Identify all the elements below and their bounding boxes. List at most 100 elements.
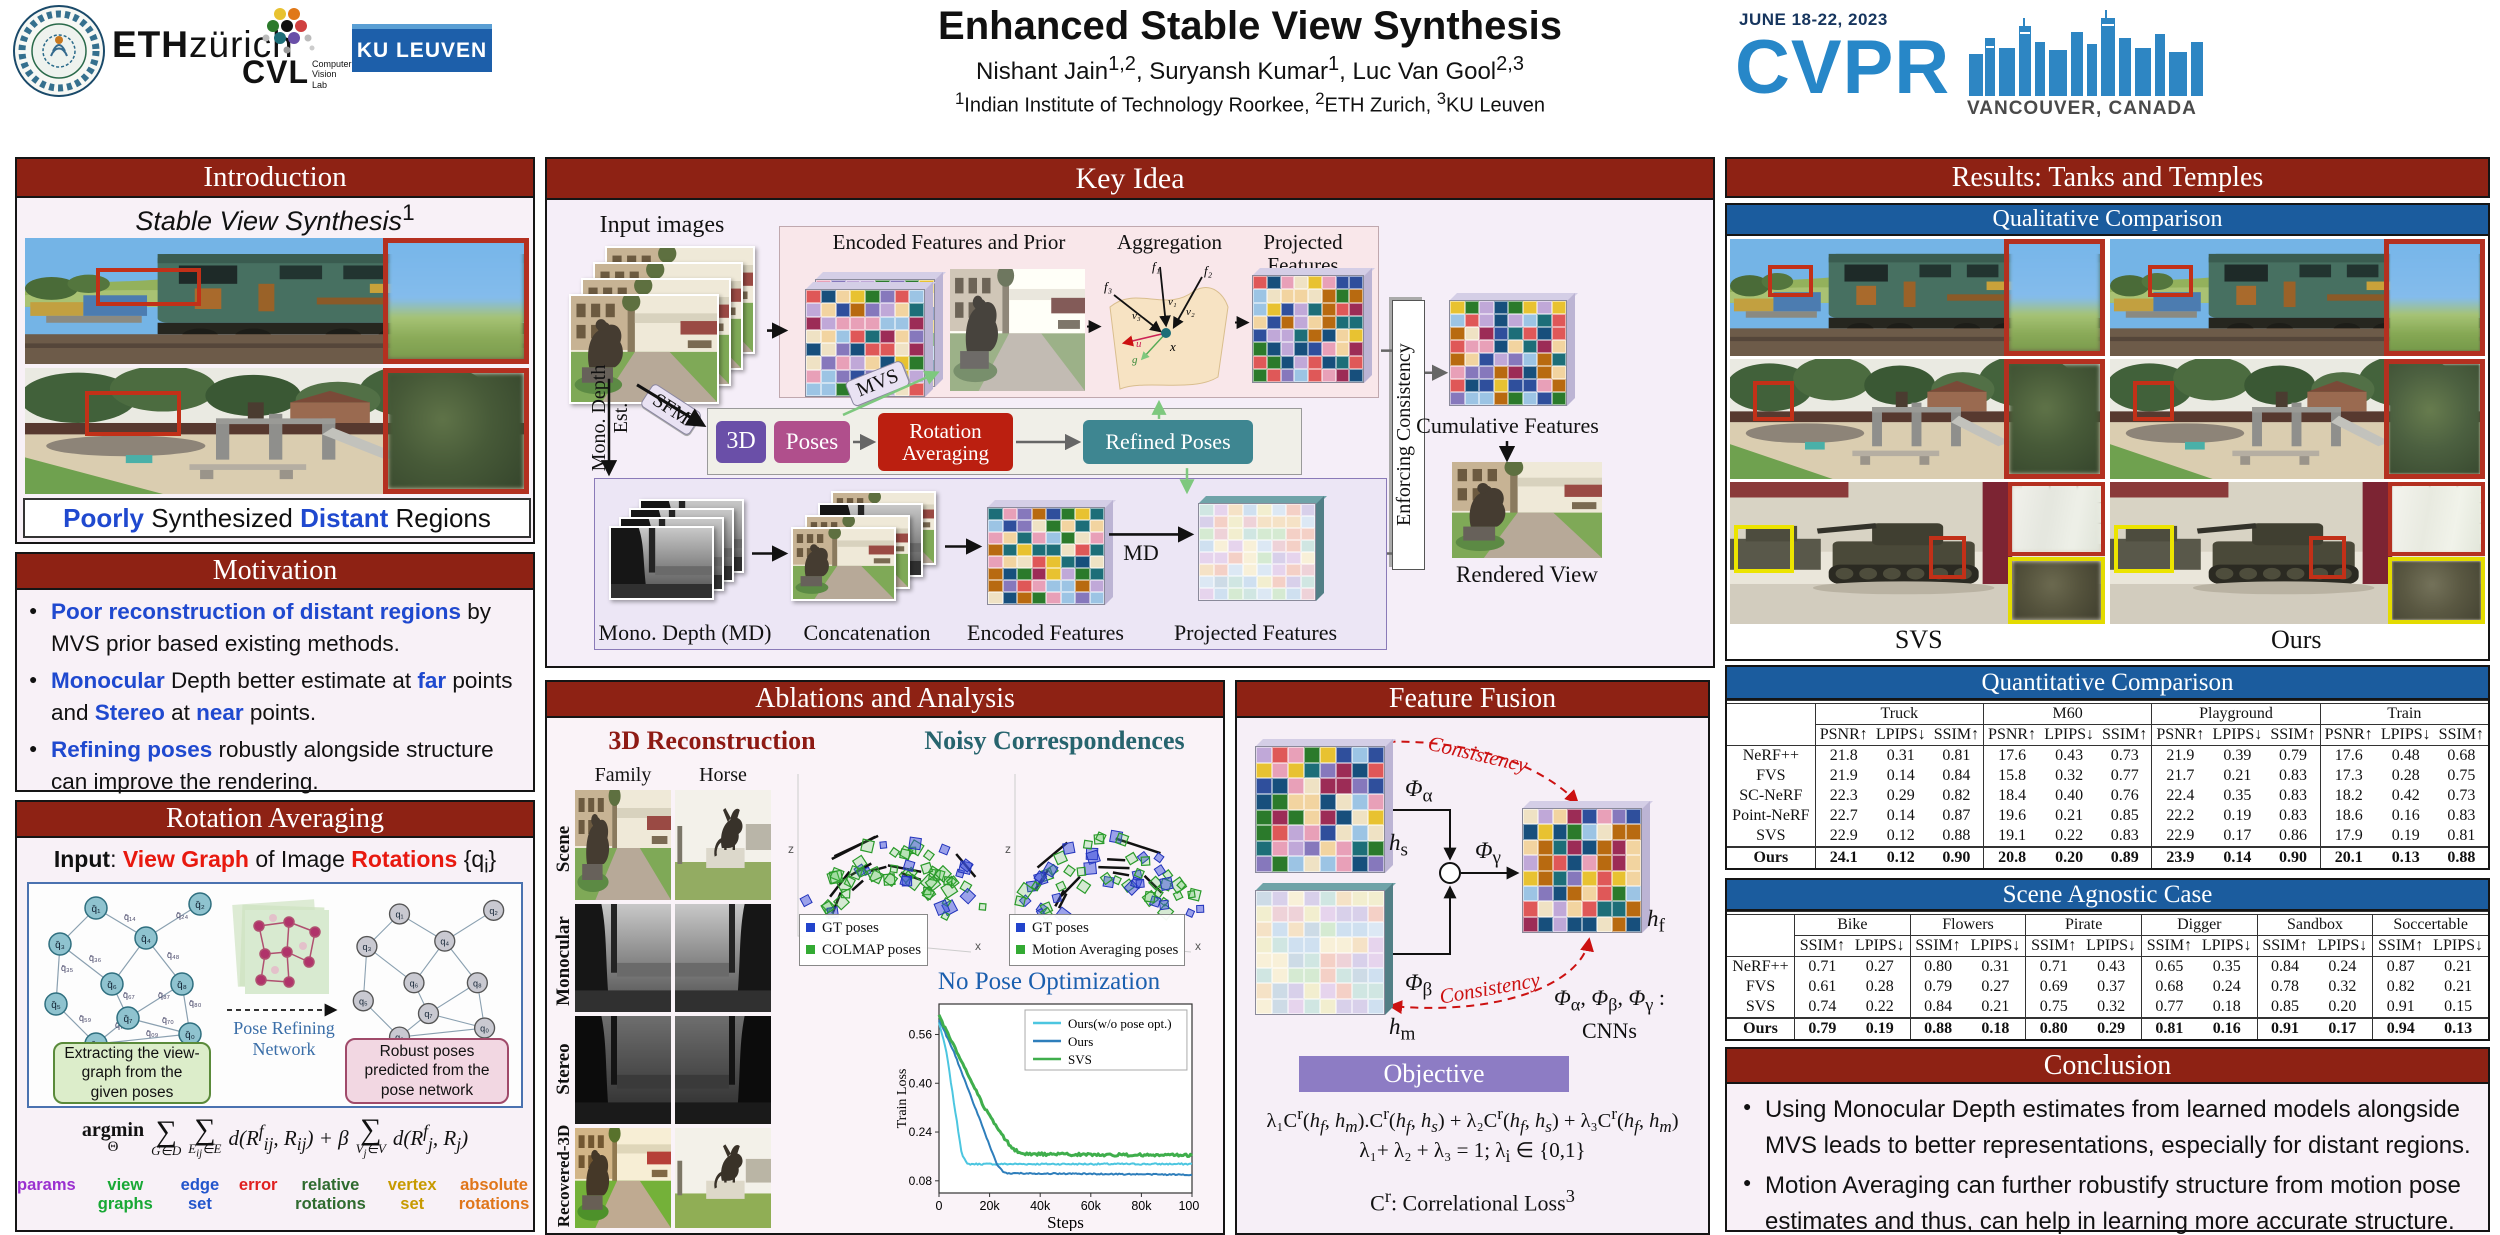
rendered-view-image: [1452, 462, 1602, 558]
svg-text:q₅: q₅: [359, 996, 368, 1006]
affiliations: 1Indian Institute of Technology Roorkee,…: [955, 89, 1545, 117]
encoded-features-label: Encoded Features: [967, 620, 1124, 645]
encoded-features-stack-front: [805, 282, 936, 397]
iit-roorkee-logo: [13, 5, 105, 97]
objective-formula-line2: λ₁+ λ₂ + λ₃ = 1; λi ∈ {0,1}: [1359, 1138, 1586, 1167]
pipeline-3d-box: 3D: [716, 421, 766, 463]
projected-features-bottom-grid: [1198, 496, 1327, 601]
mono-depth-branch-box: Mono. Depth (MD) Concatenation Encoded F…: [594, 478, 1387, 650]
vancouver-skyline-icon: [1969, 10, 2203, 96]
svg-text:q̄₈₇: q̄₈₇: [158, 990, 170, 1000]
svg-text:q₈: q₈: [473, 978, 482, 988]
pose-pipeline-strip: 3D Poses Rotation Averaging Refined Pose…: [707, 408, 1302, 475]
poster-title: Enhanced Stable View Synthesis: [938, 4, 1562, 48]
svg-text:60k: 60k: [1081, 1199, 1102, 1213]
cvl-logo-text: CVL: [242, 54, 309, 90]
section-results: Results: Tanks and Temples Qualitative C…: [1725, 157, 2490, 1235]
svg-text:v₃: v₃: [1132, 310, 1141, 322]
cvpr-date: JUNE 18-22, 2023: [1739, 10, 1888, 29]
conclusion-bullets: Using Monocular Depth estimates from lea…: [1725, 1084, 2490, 1235]
key-idea-header: Key Idea: [545, 157, 1715, 200]
aggregation-diagram: f₁ f₂ f₃ v₁ v₂ v₃ x u g: [1104, 259, 1229, 390]
md-arrow-label: MD: [1123, 540, 1159, 565]
monocular-horse-image: [675, 904, 771, 1012]
svg-text:0.24: 0.24: [909, 1125, 933, 1139]
cvpr-logo-block: JUNE 18-22, 2023 CVPR VANCOUVER, CANADA: [1735, 2, 2205, 152]
svs-train-result: [1730, 239, 2105, 356]
train-loss-chart-title: No Pose Optimization: [937, 968, 1161, 995]
motivation-bullets: Poor reconstruction of distant regions b…: [15, 590, 535, 794]
concatenation-stack: [791, 491, 941, 603]
section-feature-fusion: Feature Fusion hs hm hf Φα Φβ Φγ Consist…: [1235, 680, 1710, 1235]
svg-text:100k: 100k: [1178, 1199, 1200, 1213]
theta: Θ: [107, 1139, 119, 1156]
legend-vertex-set: vertex set: [387, 1176, 437, 1213]
pipeline-refined-poses-box: Refined Poses: [1083, 420, 1253, 464]
phi-alpha-label: Φα: [1405, 776, 1433, 807]
concatenation-label: Concatenation: [803, 620, 931, 645]
svg-text:q̄₈₀: q̄₈₀: [189, 998, 202, 1008]
objective-formula-line1: λ₁Cr(hf, hm).Cr(hf, hs) + λ₂Cr(hf, hs) +…: [1266, 1104, 1679, 1136]
ours-column-label: Ours: [2270, 625, 2322, 654]
stereo-family-image: [575, 1016, 671, 1124]
svg-text:z: z: [1005, 842, 1011, 856]
introduction-header: Introduction: [15, 157, 535, 198]
svs-subtitle: Stable View Synthesis1: [135, 200, 415, 236]
svg-text:q̄₁: q̄₁: [92, 904, 102, 915]
projected-features-bottom-label: Projected Features: [1173, 620, 1338, 645]
results-header: Results: Tanks and Temples: [1725, 157, 2490, 198]
pose-refining-network-label: Pose Refining Network: [233, 1018, 335, 1059]
zoom-crop: [382, 238, 529, 364]
cvpr-logo-text: CVPR: [1735, 25, 1951, 110]
svg-text:z: z: [788, 842, 794, 856]
intro-playground-image: [25, 368, 529, 494]
cvl-hex-icon: [262, 8, 315, 54]
svg-text:q̄₅₉: q̄₅₉: [79, 1013, 92, 1023]
input-images-label: Input images: [599, 212, 725, 238]
sum3-sub: Vj∈V: [355, 1141, 386, 1160]
term2: d(Rfj, Rj): [392, 1120, 469, 1154]
legend-absolute-rotations: absolute rotations: [458, 1176, 530, 1213]
legend-error: error: [238, 1176, 278, 1194]
dashed-arrow-icon: [227, 1003, 338, 1017]
legend-params: params: [17, 1176, 76, 1194]
monocular-family-image: [575, 904, 671, 1012]
conclusion-header: Conclusion: [1725, 1047, 2490, 1084]
svg-text:q₃: q₃: [363, 942, 372, 952]
rotation-formula: argmin Θ ∑ G∈D ∑ Eij∈E d(Rfij, Rij) + β …: [17, 1115, 533, 1160]
svg-text:q̄₃: q̄₃: [55, 940, 65, 951]
qualitative-header: Qualitative Comparison: [1727, 205, 2488, 236]
phi-beta-label: Φβ: [1405, 970, 1433, 1001]
cnns-note: Φα, Φβ, Φγ :CNNs: [1554, 985, 1665, 1044]
highlight-box: [85, 390, 182, 437]
svg-text:Ours(w/o pose opt.): Ours(w/o pose opt.): [1068, 1016, 1172, 1031]
row-stereo-label: Stereo: [553, 1043, 574, 1095]
svg-text:q̄₃₅: q̄₃₅: [61, 963, 74, 973]
svg-text:q₇: q₇: [424, 1009, 432, 1019]
title-block: Enhanced Stable View Synthesis Nishant J…: [600, 4, 1900, 118]
kuleuven-logo: KU LEUVEN: [352, 24, 492, 72]
svg-text:0: 0: [936, 1199, 943, 1213]
svg-text:q̄₆₇: q̄₆₇: [123, 990, 135, 1000]
svg-text:q₂: q₂: [489, 906, 498, 916]
svg-text:80k: 80k: [1131, 1199, 1152, 1213]
cumulative-features-label: Cumulative Features: [1416, 413, 1599, 438]
sum2-sub: Eij∈E: [188, 1141, 222, 1160]
svg-text:0.56: 0.56: [909, 1027, 933, 1041]
hf-feature-grid: [1522, 801, 1653, 933]
svg-text:q̄₅: q̄₅: [51, 1000, 61, 1011]
svg-text:q₀: q₀: [480, 1024, 489, 1034]
svg-text:u: u: [1136, 338, 1142, 350]
svg-text:q̄₈: q̄₈: [177, 980, 187, 991]
noisy-title: Noisy Correspondences: [924, 726, 1185, 755]
recovered3d-horse-image: [675, 1128, 771, 1228]
section-ablations: Ablations and Analysis 3D Reconstruction…: [545, 680, 1225, 1235]
svg-text:0.40: 0.40: [909, 1076, 933, 1090]
scene-horse-image: [675, 790, 771, 900]
svg-text:g: g: [1132, 354, 1138, 366]
